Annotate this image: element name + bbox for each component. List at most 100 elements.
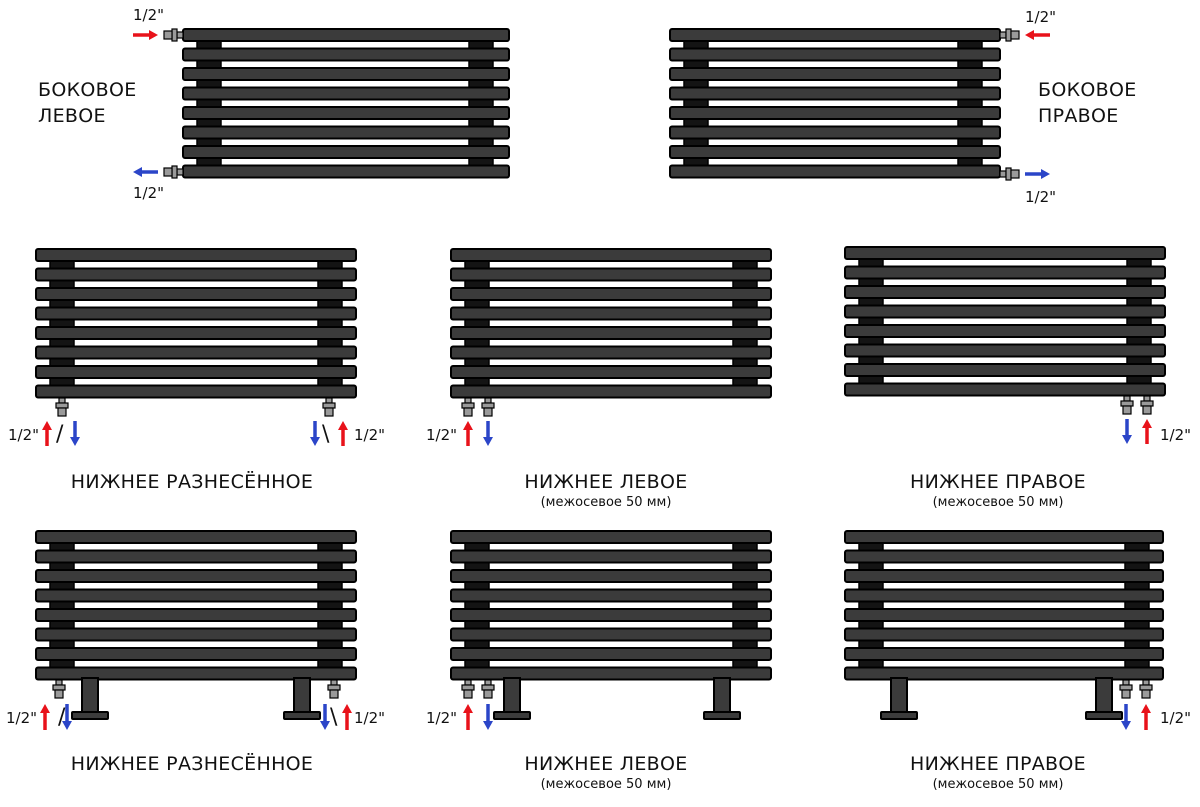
pipe-size-label: 1/2" (133, 184, 164, 202)
valve-body (1010, 169, 1020, 179)
supply-arrow-head (1025, 30, 1034, 40)
pipe-size-label: 1/2" (133, 6, 164, 24)
valve-body (1010, 30, 1020, 40)
heating-tube (844, 608, 1164, 622)
pipe-size-label: 1/2" (1025, 188, 1056, 206)
valve-body (463, 407, 473, 417)
heating-tube (450, 569, 772, 583)
radiator (844, 246, 1166, 397)
heating-tube (450, 627, 772, 642)
valve-nut (322, 402, 336, 409)
heating-tube (450, 248, 772, 262)
panel-bottom-right-floor: 1/2" НИЖНЕЕ ПРАВОЕ (межосевое 50 мм) (844, 530, 1191, 792)
connections (40, 677, 352, 730)
valve-stem (1122, 679, 1130, 686)
return-arrow-head (483, 721, 493, 730)
valve-nut (1120, 400, 1134, 407)
connector-symbol: / (56, 422, 64, 447)
supply-arrow-head (1141, 704, 1151, 713)
pipe-size-label: 1/2" (1160, 709, 1191, 727)
radiator (450, 530, 772, 681)
heating-tube (35, 588, 357, 603)
supply-arrow-head (1142, 419, 1152, 428)
heating-tube (182, 67, 510, 81)
supply-arrow-head (463, 421, 473, 430)
radiator (182, 28, 510, 179)
valve-body (324, 407, 334, 417)
floor-foot (880, 711, 918, 720)
pipe-size-label: 1/2" (1025, 8, 1056, 26)
heating-tube (844, 530, 1164, 544)
pipe-size-label: 1/2" (1160, 426, 1191, 444)
heating-tube (450, 647, 772, 661)
heating-tube (844, 627, 1164, 642)
connections (133, 28, 184, 179)
heating-tube (669, 164, 1001, 179)
floor-leg (293, 677, 311, 713)
supply-arrow-head (42, 421, 52, 430)
heating-tube (450, 326, 772, 340)
floor-leg (713, 677, 731, 713)
valve-nut (55, 402, 69, 409)
supply-arrow-head (338, 421, 348, 430)
panel-bottom-left-floor: 1/2" НИЖНЕЕ ЛЕВОЕ (межосевое 50 мм) (426, 530, 772, 792)
return-arrow-head (310, 437, 320, 446)
supply-arrow-head (149, 30, 158, 40)
heating-tube (669, 67, 1001, 81)
heating-tube (35, 627, 357, 642)
valve-stem (176, 31, 184, 39)
heating-tube (669, 125, 1001, 140)
heating-tube (844, 569, 1164, 583)
valve-nut (1140, 400, 1154, 407)
valve-nut (1139, 684, 1153, 691)
heating-tube (35, 306, 357, 321)
heating-tube (669, 145, 1001, 159)
heating-tube (182, 164, 510, 179)
valve-stem (464, 679, 472, 686)
heating-tube (35, 365, 357, 379)
valve-nut (1005, 28, 1012, 42)
return-arrow-head (62, 721, 72, 730)
valve-nut (481, 684, 495, 691)
heating-tube (35, 549, 357, 564)
panel-title: НИЖНЕЕ ЛЕВОЕ (524, 471, 687, 493)
heating-tube (844, 304, 1166, 319)
panel-label-line-1: БОКОВОЕ (38, 79, 137, 101)
heating-tube (450, 549, 772, 564)
valve-nut (327, 684, 341, 691)
valve-stem (55, 679, 63, 686)
valve-body (1142, 405, 1152, 415)
pipe-size-label: 1/2" (426, 426, 457, 444)
valve-stem (330, 679, 338, 686)
heating-tube (35, 267, 357, 282)
valve-body (329, 689, 339, 699)
valve-stem (325, 397, 333, 404)
heating-tube (450, 608, 772, 622)
heating-tube (669, 47, 1001, 62)
radiator (844, 530, 1164, 681)
heating-tube (669, 86, 1001, 101)
panel-title: НИЖНЕЕ ЛЕВОЕ (524, 753, 687, 775)
heating-tube (844, 549, 1164, 564)
heating-tube (669, 106, 1001, 120)
heating-tube (844, 666, 1164, 681)
heating-tube (844, 343, 1166, 358)
valve-nut (481, 402, 495, 409)
connections (461, 677, 741, 730)
panel-title: НИЖНЕЕ ПРАВОЕ (910, 753, 1086, 775)
heating-tube (844, 246, 1166, 260)
panel-title: НИЖНЕЕ РАЗНЕСЁННОЕ (71, 470, 313, 493)
valve-body (1121, 689, 1131, 699)
pipe-size-label: 1/2" (6, 709, 37, 727)
valve-stem (58, 397, 66, 404)
valve-stem (1123, 395, 1131, 402)
floor-leg (1095, 677, 1113, 713)
panel-side-right: БОКОВОЕ ПРАВОЕ 1/2" 1/2" (669, 8, 1136, 206)
heating-tube (450, 384, 772, 399)
panel-subtitle: (межосевое 50 мм) (541, 777, 672, 792)
supply-arrow-head (463, 704, 473, 713)
return-arrow-head (483, 437, 493, 446)
connector-symbol: / (58, 705, 66, 730)
heating-tube (182, 125, 510, 140)
valve-body (54, 689, 64, 699)
